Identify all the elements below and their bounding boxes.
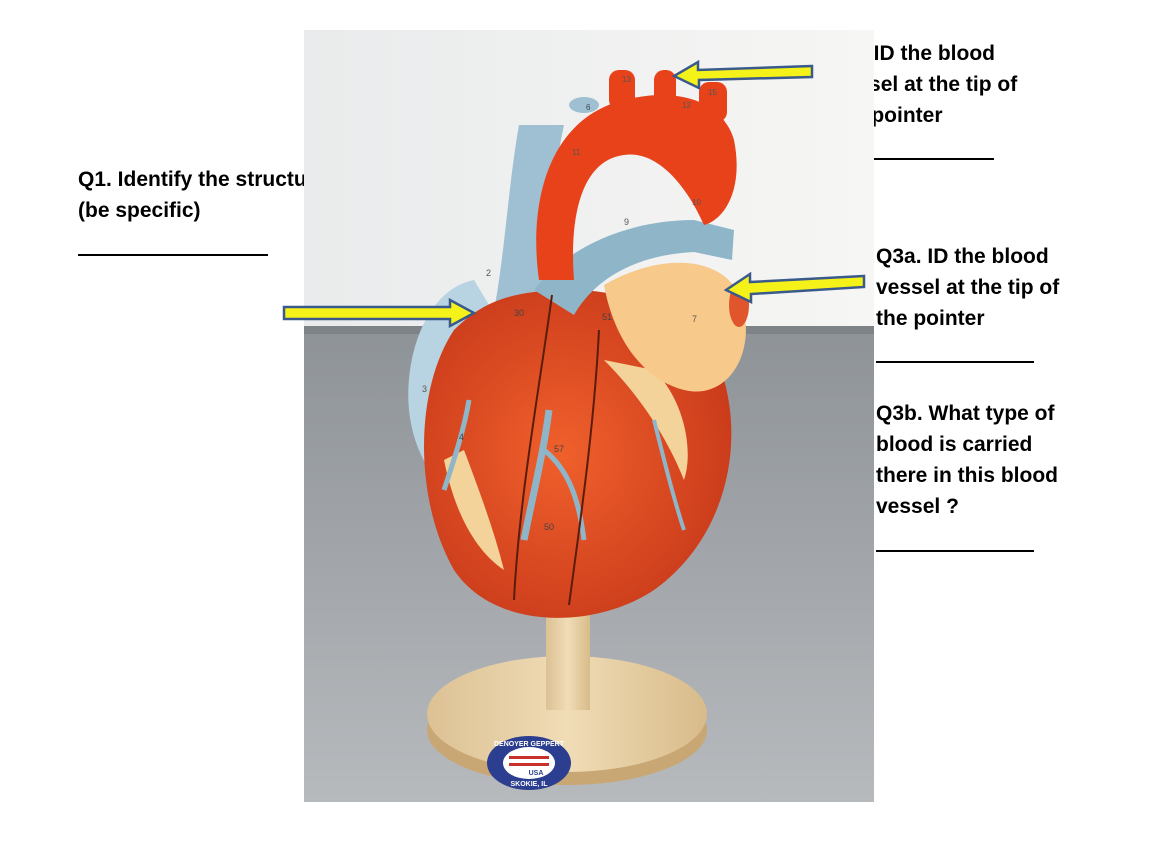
pulmonary-trunk	[534, 220, 734, 315]
badge-center-text: USA	[529, 770, 544, 777]
left-atrium	[604, 262, 746, 392]
badge-flag-stripe	[509, 756, 549, 759]
coronary-vessel	[441, 399, 472, 491]
model-number-label: 10	[692, 198, 701, 207]
question-q3b-line-1: Q3b. What type of	[876, 402, 1055, 425]
model-number-label: 7	[692, 314, 697, 324]
question-q3b: Q3b. What type of blood is carried there…	[876, 398, 1058, 522]
question-q3a-line-1: Q3a. ID the blood	[876, 245, 1049, 268]
question-q3a: Q3a. ID the blood vessel at the tip of t…	[876, 241, 1059, 334]
coronary-vessel	[652, 419, 686, 531]
badge-flag-stripe	[509, 763, 549, 766]
question-q3b-line-4: vessel ?	[876, 495, 959, 518]
model-number-label: 6	[586, 103, 591, 112]
model-number-label: 4	[459, 432, 464, 442]
arrow-left-icon	[724, 272, 866, 304]
arrow-right-icon	[282, 298, 477, 328]
stand-base-top	[427, 656, 707, 772]
question-q3a-line-3: the pointer	[876, 307, 985, 330]
model-number-label: 12	[682, 101, 691, 110]
badge-city-text: SKOKIE, IL	[511, 781, 549, 788]
fat-patch	[444, 450, 504, 570]
answer-blank-q1[interactable]	[78, 254, 268, 256]
left-common-carotid-artery	[654, 70, 676, 110]
model-number-label: 15	[708, 88, 717, 97]
arrow-left-icon	[672, 59, 814, 90]
model-number-label: 3	[422, 384, 427, 394]
badge-ring-text: DENOYER GEPPERT	[494, 741, 565, 748]
brachiocephalic-artery	[609, 70, 635, 110]
question-q3b-line-3: there in this blood	[876, 464, 1058, 487]
model-number-label: 30	[514, 308, 524, 318]
heart-model-illustration: DENOYER GEPPERT USA SKOKIE, IL	[304, 30, 874, 802]
left-subclavian-artery	[699, 82, 727, 122]
question-q1-line-1: Q1. Identify the structure	[78, 168, 327, 191]
question-q3b-line-2: blood is carried	[876, 433, 1033, 456]
question-q1-line-2: (be specific)	[78, 199, 201, 222]
model-seam	[568, 329, 600, 606]
model-number-label: 13	[622, 75, 631, 84]
model-number-label: 2	[486, 268, 491, 278]
heart-model-photo: DENOYER GEPPERT USA SKOKIE, IL	[304, 30, 874, 802]
answer-blank-q3a[interactable]	[876, 361, 1034, 363]
question-q2-line-1: Q2. ID the blood	[834, 42, 995, 65]
model-number-label: 57	[554, 444, 564, 454]
svc-opening	[569, 97, 599, 113]
answer-blank-q2[interactable]	[834, 158, 994, 160]
fat-patch	[604, 360, 688, 480]
model-number-label: 11	[572, 148, 581, 157]
manufacturer-badge: DENOYER GEPPERT USA SKOKIE, IL	[487, 736, 571, 790]
model-number-label: 50	[544, 522, 554, 532]
model-seam	[513, 294, 553, 601]
model-number-label: 9	[624, 217, 629, 227]
coronary-vessel	[542, 448, 587, 541]
model-number-label: 51	[602, 312, 612, 322]
aortic-arch	[536, 94, 737, 280]
question-q1: Q1. Identify the structure (be specific)	[78, 164, 327, 226]
question-q2-line-2: vessel at the tip of	[834, 73, 1018, 96]
answer-blank-q3b[interactable]	[876, 550, 1034, 552]
question-q3a-line-2: vessel at the tip of	[876, 276, 1060, 299]
coronary-vessel	[520, 409, 553, 541]
